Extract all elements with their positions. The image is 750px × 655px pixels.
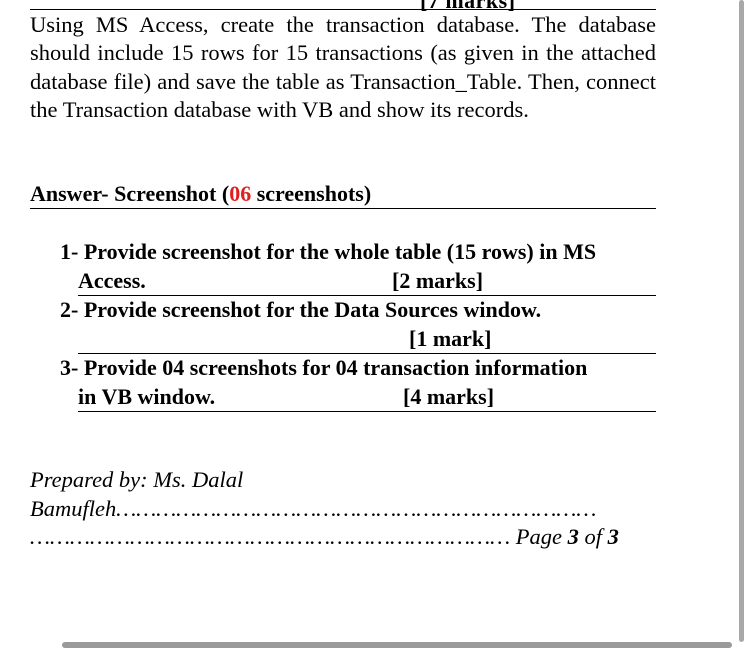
requirements-list: 1- Provide screenshot for the whole tabl… xyxy=(60,238,656,412)
answer-heading: Answer- Screenshot (06 screenshots) xyxy=(30,181,656,209)
item-text-cont: Access. xyxy=(78,267,146,293)
footer: Prepared by: Ms. Dalal Bamufleh………………………… xyxy=(30,466,656,549)
list-item: 3- Provide 04 screenshots for 04 transac… xyxy=(60,354,656,412)
page-total: 3 xyxy=(607,524,619,549)
item-text: 3- Provide 04 screenshots for 04 transac… xyxy=(60,355,588,380)
item-marks: [1 mark] xyxy=(409,325,492,351)
top-divider xyxy=(30,9,656,10)
item-continuation: Access. [2 marks] xyxy=(78,267,656,296)
list-item: 2- Provide screenshot for the Data Sourc… xyxy=(60,296,656,354)
item-continuation: [1 mark] xyxy=(78,325,656,354)
item-continuation: in VB window. [4 marks] xyxy=(78,383,656,412)
author-surname: Bamufleh……………………………………………………………… xyxy=(30,495,597,521)
horizontal-scrollbar[interactable] xyxy=(62,642,732,648)
item-text: 1- Provide screenshot for the whole tabl… xyxy=(60,239,597,264)
question-text: Using MS Access, create the transaction … xyxy=(30,12,656,122)
item-text-cont: in VB window. xyxy=(78,383,216,409)
footer-dots: ……………………………………………………………… Page xyxy=(30,524,568,549)
item-text: 2- Provide screenshot for the Data Sourc… xyxy=(60,297,542,322)
page-current: 3 xyxy=(567,524,579,549)
answer-prefix: Answer- Screenshot ( xyxy=(30,181,230,206)
list-item: 1- Provide screenshot for the whole tabl… xyxy=(60,238,656,296)
page-of: of xyxy=(578,524,608,549)
prepared-by: Prepared by: Ms. Dalal xyxy=(30,467,244,492)
item-marks: [2 marks] xyxy=(392,267,484,293)
page-number: ……………………………………………………………… Page 3 of 3 xyxy=(30,523,619,552)
screenshot-count: 06 xyxy=(229,181,252,206)
answer-suffix: screenshots) xyxy=(251,181,372,206)
vertical-scrollbar[interactable] xyxy=(739,0,744,642)
item-marks: [4 marks] xyxy=(403,383,495,409)
